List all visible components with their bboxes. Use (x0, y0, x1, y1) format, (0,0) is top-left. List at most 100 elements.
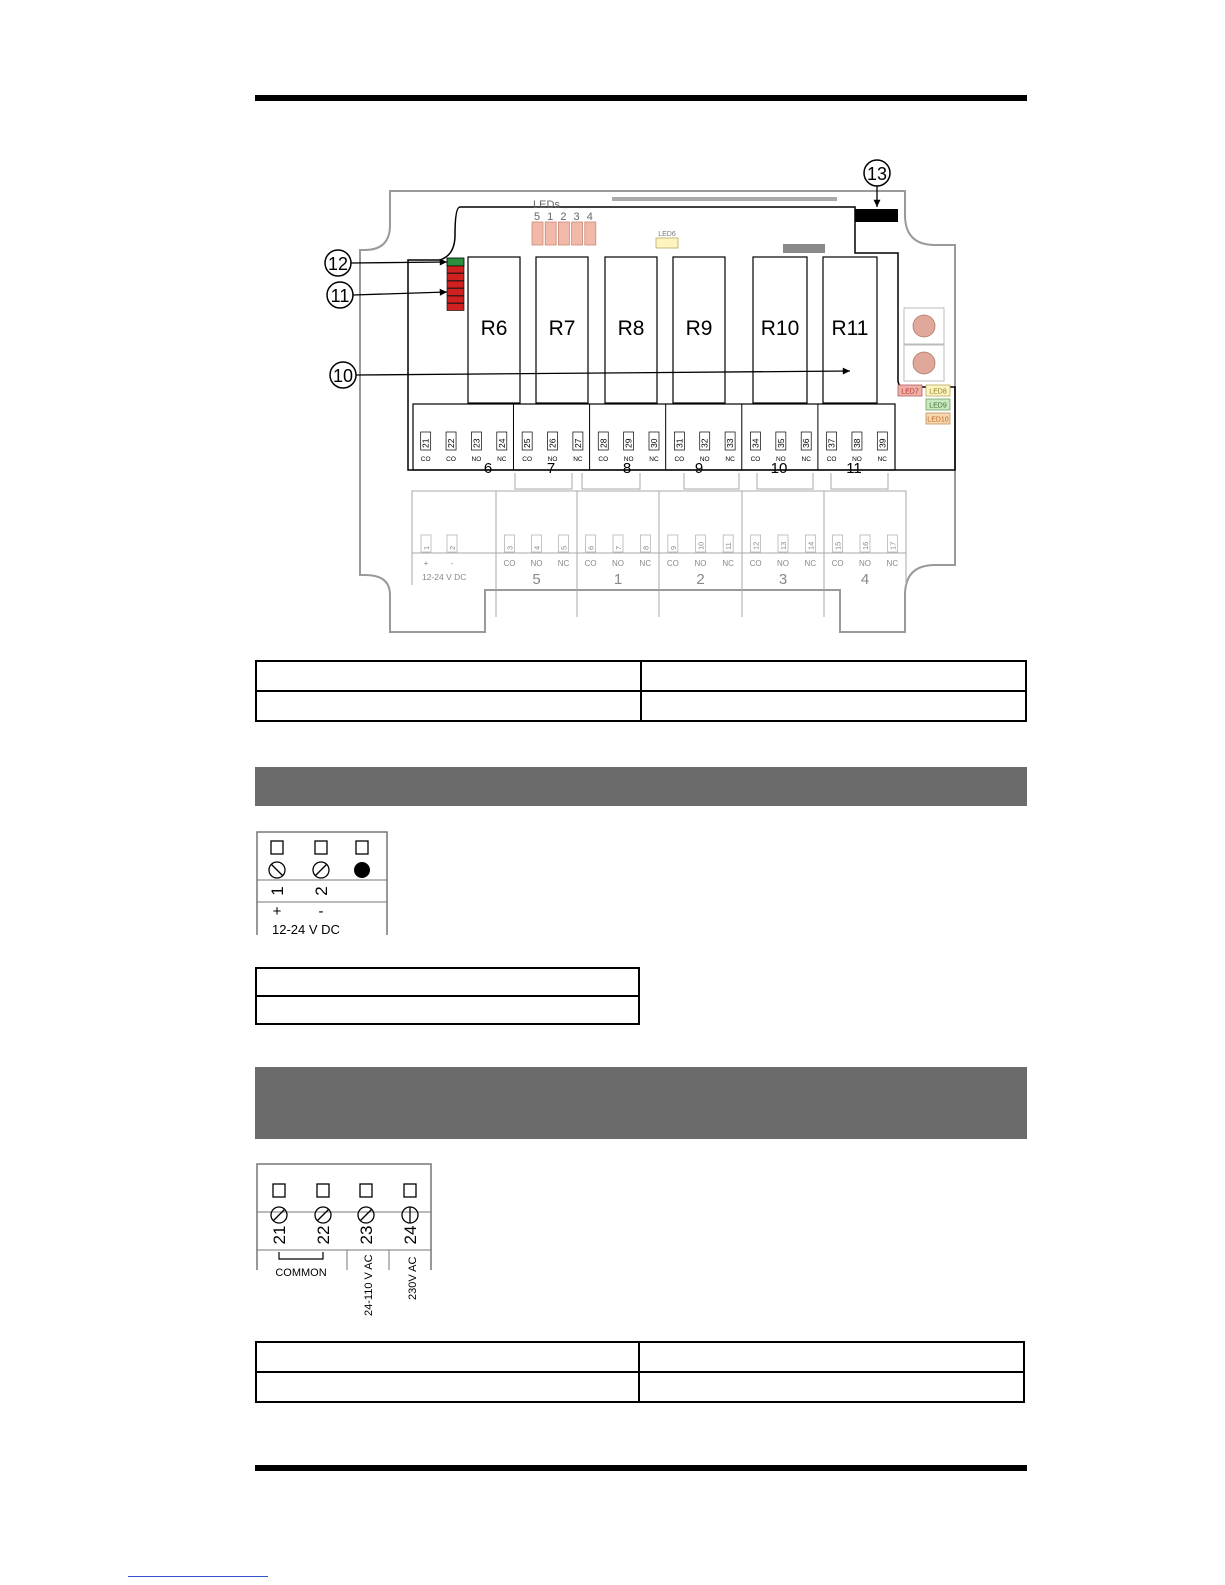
callout-number: 10 (333, 366, 353, 386)
common-label: COMMON (275, 1267, 326, 1279)
status-led (897, 384, 923, 397)
upper-terminal-function: NC (573, 456, 583, 463)
lower-terminal-number: 10 (697, 542, 706, 550)
lower-terminal-screw (420, 534, 432, 553)
terminal-screw (800, 431, 812, 451)
lower-terminal-screw (504, 534, 515, 553)
upper-terminal-number: 34 (750, 438, 760, 448)
upper-terminal-number: 30 (649, 438, 659, 448)
power-connector-figure: 1 2 + - 12-24 V DC (256, 831, 388, 937)
relay-label: R11 (832, 317, 869, 340)
upper-terminal-function: NO (472, 456, 482, 463)
upper-terminal-function: NO (548, 456, 558, 463)
mains-slot (314, 1183, 332, 1224)
terminal-screw (724, 431, 736, 451)
upper-terminal-number: 25 (522, 438, 532, 448)
upper-group-label: 8 (623, 460, 631, 477)
lower-terminal-screw (558, 534, 569, 553)
upper-terminal-number: 26 (548, 438, 558, 448)
lower-terminal-number: 15 (834, 542, 843, 550)
upper-group-label: 7 (547, 460, 555, 477)
terminal-screw (471, 431, 482, 451)
lower-terminal-number: 6 (587, 546, 596, 550)
relay-body (752, 256, 808, 404)
table-row (255, 1341, 1025, 1373)
upper-terminal-function: NO (776, 456, 786, 463)
mains-terminal-24: 24 (401, 1226, 420, 1245)
lower-terminal-screw (886, 534, 898, 553)
push-button (912, 351, 936, 375)
led-number: 3 (574, 211, 580, 223)
table-row (255, 967, 640, 997)
lower-terminal-number: 1 (422, 546, 431, 550)
lower-terminal-function: NO (531, 559, 543, 568)
lower-terminal-function: NO (859, 559, 871, 568)
terminal-screw (826, 431, 837, 451)
callout-arrowhead (842, 367, 850, 375)
screw-slot (272, 1208, 286, 1222)
lower-terminal-screw (695, 534, 706, 553)
lower-terminal-number: 13 (779, 542, 788, 550)
callout-number: 11 (331, 286, 350, 306)
lower-terminal-screw (639, 534, 651, 553)
table-2 (255, 967, 640, 1025)
mains-slot (270, 1183, 288, 1224)
led-indicator (557, 221, 570, 246)
led-bar-segment (446, 273, 465, 281)
terminal-screw (572, 431, 584, 451)
upper-terminal-function: CO (751, 456, 761, 463)
status-led (925, 384, 951, 397)
relay-body (672, 256, 726, 404)
upper-terminal-number: 21 (421, 438, 431, 448)
upper-group-label: 9 (695, 460, 703, 477)
relay-label: R9 (686, 317, 713, 340)
terminal-screw (420, 431, 432, 451)
table-row (255, 690, 1027, 722)
lower-terminal-number: 11 (724, 542, 733, 550)
upper-terminal-number: 27 (573, 438, 583, 448)
lower-terminal-screw (446, 534, 458, 553)
upper-terminal-function: NO (700, 456, 710, 463)
relay-label: R10 (761, 317, 800, 340)
upper-terminal-function: CO (446, 456, 456, 463)
table-1 (255, 660, 1027, 722)
terminal-screw (496, 431, 508, 451)
lower-terminal-function: NO (695, 559, 707, 568)
table-3 (255, 1341, 1025, 1403)
upper-terminal-group: 21CO22CO23NO24NC25CO26NO27NC28CO29NO30NC… (412, 403, 896, 490)
connector-tab (581, 473, 641, 490)
upper-terminal-function: CO (827, 456, 837, 463)
callout-leader (350, 261, 448, 264)
terminal-screw (674, 431, 685, 451)
mains-slots (270, 1183, 419, 1224)
lower-group-label: 5 (532, 571, 540, 588)
green-led-12 (446, 257, 465, 267)
lower-terminal-function: NC (558, 559, 570, 568)
terminal-screw (547, 431, 558, 451)
footer-rule (255, 1465, 1027, 1471)
led-indicator (531, 221, 544, 246)
upper-terminal-function: NC (802, 456, 812, 463)
lower-group-label: 3 (779, 571, 787, 588)
polarity-plus: + (273, 903, 282, 920)
upper-terminal-number: 33 (725, 438, 735, 448)
section-header-mains (255, 1067, 1027, 1139)
lower-terminal-screw (750, 534, 762, 553)
lower-terminal-screw (531, 534, 542, 553)
table-row (255, 1371, 1025, 1403)
lower-terminal-function: CO (832, 559, 844, 568)
upper-group-label: 10 (771, 460, 788, 477)
callout-arrowhead (873, 199, 881, 207)
lower-terminal-number: 3 (506, 546, 515, 550)
upper-terminal-number: 24 (497, 438, 507, 448)
mains-terminal-21: 21 (270, 1226, 289, 1245)
push-button (912, 314, 936, 338)
section-header-power (255, 767, 1027, 806)
lower-terminal-function: NC (722, 559, 734, 568)
lower-terminal-screw (722, 534, 734, 553)
led-bar-segment (446, 288, 465, 296)
lower-terminal-function: NC (887, 559, 899, 568)
terminal-screw (597, 431, 609, 451)
